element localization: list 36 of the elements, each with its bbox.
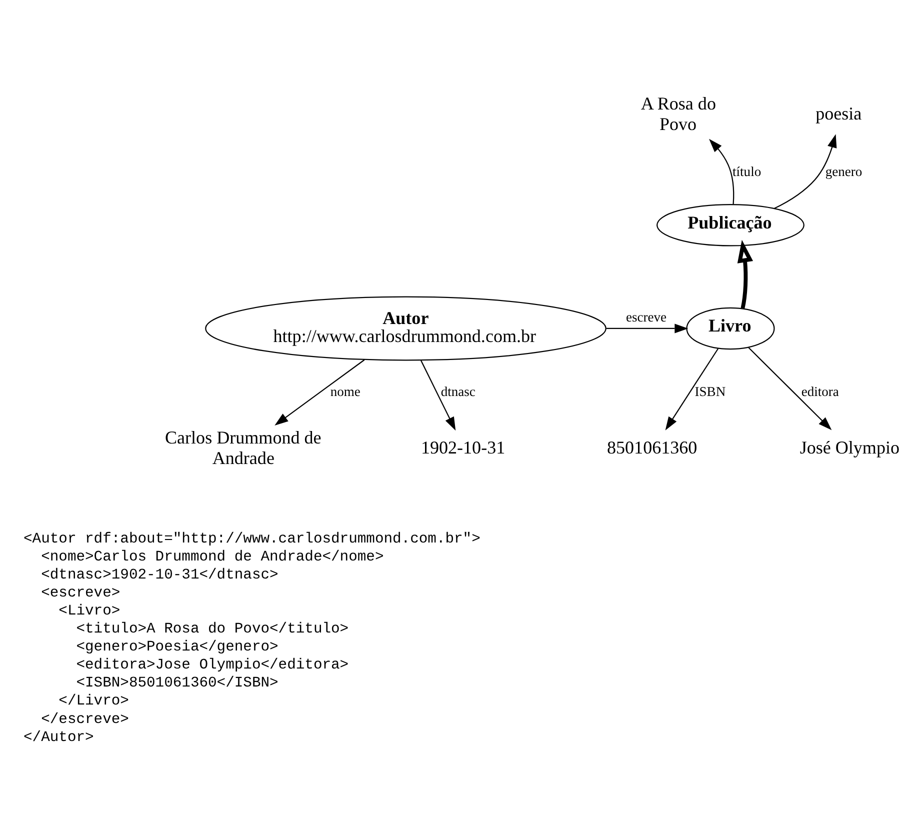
arrow — [606, 323, 688, 333]
arrow — [420, 360, 456, 430]
node-ellipse: Autor http://www.carlosdrummond.com.br — [205, 296, 606, 360]
label: <ISBN>8501061360</ISBN> — [76, 675, 278, 692]
arrow — [665, 348, 719, 430]
edge-label: dtnasc — [440, 384, 476, 398]
edge-label: genero — [825, 163, 862, 178]
label: <nome>Carlos Drummond de Andrade</nome> — [41, 548, 384, 565]
arrow — [274, 358, 365, 425]
label: <genero>Poesia</genero> — [76, 639, 278, 656]
edge-label: ISBN — [694, 384, 726, 398]
edge-label: editora — [801, 384, 839, 398]
node-text: poesia — [816, 103, 862, 124]
label: <titulo>A Rosa do Povo</titulo> — [76, 621, 349, 638]
node-ellipse: Publicação — [656, 203, 804, 246]
label: <editora>Jose Olympio</editora> — [76, 657, 349, 674]
node-text: 1902-10-31 — [420, 437, 506, 458]
node-ellipse: Livro — [686, 306, 775, 350]
node-text: José Olympio — [800, 437, 900, 458]
label: </Autor> — [24, 729, 94, 746]
label: </escreve> — [41, 711, 129, 728]
label: <Autor rdf:about="http://www.carlosdrummond.com.br"> — [24, 530, 480, 547]
label: <dtnasc>1902-10-31</dtnasc> — [41, 566, 278, 583]
node-text: A Rosa do Povo — [640, 92, 716, 134]
label: <escreve> — [41, 584, 120, 601]
node-text: Carlos Drummond de Andrade — [165, 427, 322, 468]
arrow — [774, 134, 837, 208]
arrow — [748, 346, 832, 430]
edge-label: nome — [330, 384, 360, 398]
label: <Livro> — [58, 603, 120, 620]
label: </Livro> — [58, 693, 129, 710]
edge-label: escreve — [626, 308, 667, 324]
node-text: 8501061360 — [607, 437, 698, 458]
arrow — [708, 138, 734, 204]
edge-label: título — [732, 163, 762, 178]
arrow — [737, 239, 754, 308]
